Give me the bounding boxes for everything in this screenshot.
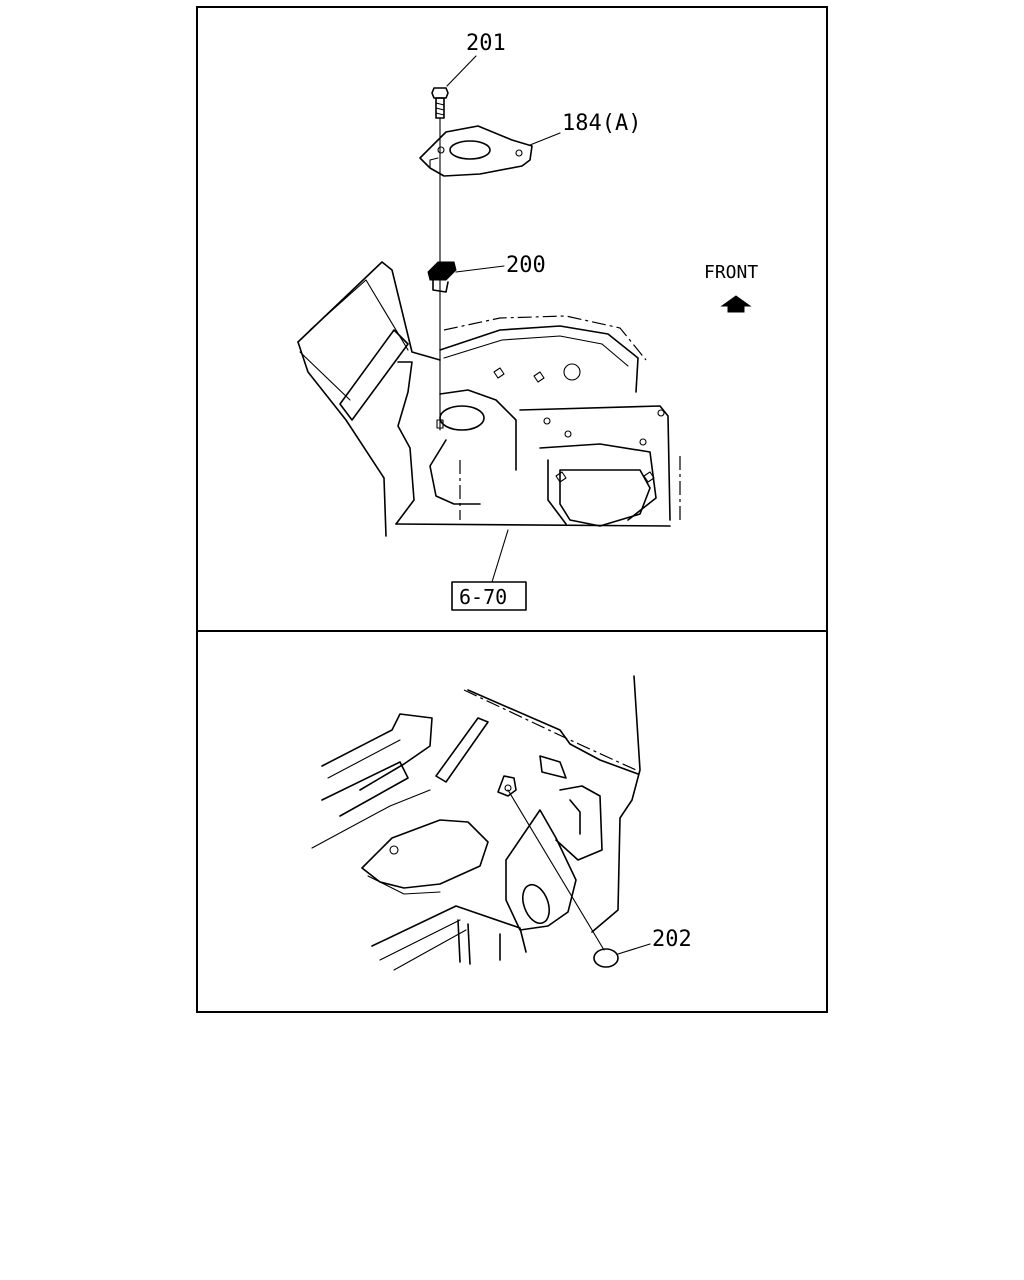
bolt-part [431,87,449,119]
body-structure-lower [311,675,641,971]
reference-box [451,581,527,611]
plug-part [593,948,619,968]
upper-panel-frame [196,6,828,632]
lower-panel-frame [196,630,828,1013]
front-arrow-icon [720,295,752,313]
callout-184a: 184(A) [562,111,641,136]
body-structure-upper [297,261,681,537]
front-label: FRONT [704,262,758,283]
reference-label: 6-70 [459,585,507,609]
leader-184a [529,132,561,146]
clip-nut-part [427,261,457,293]
leader-202 [617,943,651,955]
upper-view: 201 184(A) 200 FRONT [297,31,758,611]
leader-200 [455,265,505,273]
callout-202: 202 [652,927,692,952]
leader-201 [446,55,477,87]
plug-axis-line [507,789,605,951]
leader-6-70 [491,529,509,583]
callout-200: 200 [506,253,546,278]
bracket-part [419,125,533,177]
callout-201: 201 [466,31,506,56]
lower-view: 202 [311,675,692,971]
